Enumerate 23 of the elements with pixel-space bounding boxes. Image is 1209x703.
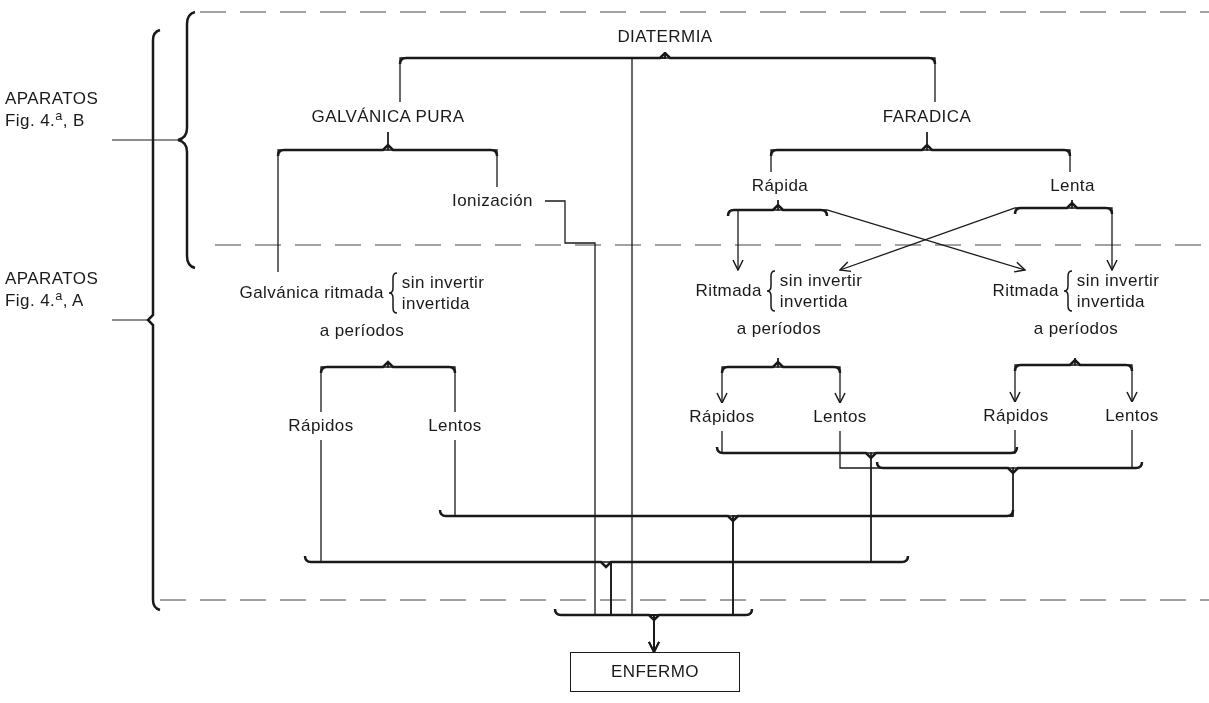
arrow [777, 357, 846, 404]
apparatus-label: APARATOS Fig. 4.$^{a}$, B [5, 88, 100, 132]
connector-line [387, 361, 456, 413]
node-label: a períodos [319, 320, 405, 342]
node-label: sin invertir [1076, 270, 1160, 291]
arrow [1071, 199, 1118, 271]
node-label: Galvánica ritmada [239, 282, 384, 305]
apparatus-label: APARATOS Fig. 4.$^{a}$, A [5, 268, 100, 312]
node-label: Ritmada [992, 280, 1059, 303]
connector-line [926, 131, 1071, 173]
node-label: sin invertir [401, 272, 485, 293]
node-label: a períodos [1033, 318, 1119, 340]
arrow [777, 199, 1026, 273]
arrow [648, 429, 1133, 653]
node-label: invertida [401, 293, 471, 314]
connector-line [277, 131, 389, 273]
node-label: a períodos [736, 318, 822, 340]
node-label: Ritmada [695, 280, 762, 303]
node-label: sin invertir [779, 270, 863, 291]
node-label: invertida [779, 291, 849, 312]
patient-box: ENFERMO [570, 652, 740, 692]
arrow [1074, 357, 1138, 403]
node-label: invertida [1076, 291, 1146, 312]
